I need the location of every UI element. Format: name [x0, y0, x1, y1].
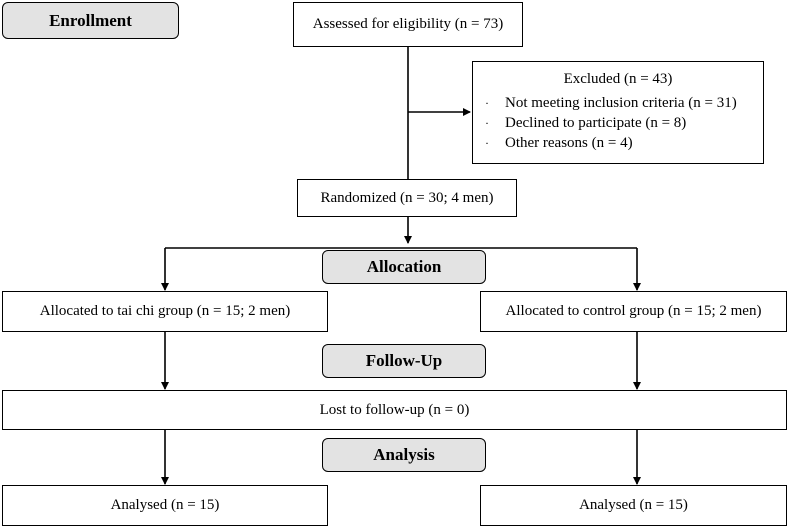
stage-enrollment: Enrollment [2, 2, 179, 39]
box-allocated-control: Allocated to control group (n = 15; 2 me… [480, 291, 787, 332]
box-allocated-taichi: Allocated to tai chi group (n = 15; 2 me… [2, 291, 328, 332]
box-analysed-left: Analysed (n = 15) [2, 485, 328, 526]
box-lost-followup: Lost to follow-up (n = 0) [2, 390, 787, 430]
excluded-reason: · Other reasons (n = 4) [485, 133, 763, 153]
box-randomized: Randomized (n = 30; 4 men) [297, 179, 517, 217]
stage-analysis: Analysis [322, 438, 486, 472]
box-analysed-right: Analysed (n = 15) [480, 485, 787, 526]
excluded-reason-text: Not meeting inclusion criteria (n = 31) [505, 95, 737, 111]
bullet: · [485, 136, 489, 150]
box-assessed: Assessed for eligibility (n = 73) [293, 2, 523, 47]
stage-allocation: Allocation [322, 250, 486, 284]
excluded-reason-text: Other reasons (n = 4) [505, 135, 633, 151]
stage-followup: Follow-Up [322, 344, 486, 378]
bullet: · [485, 116, 489, 130]
bullet: · [485, 96, 489, 110]
box-excluded: Excluded (n = 43) · Not meeting inclusio… [472, 61, 764, 164]
excluded-reason: · Declined to participate (n = 8) [485, 113, 763, 133]
excluded-title: Excluded (n = 43) [563, 71, 673, 87]
excluded-reason: · Not meeting inclusion criteria (n = 31… [485, 93, 763, 113]
excluded-reason-text: Declined to participate (n = 8) [505, 115, 687, 131]
